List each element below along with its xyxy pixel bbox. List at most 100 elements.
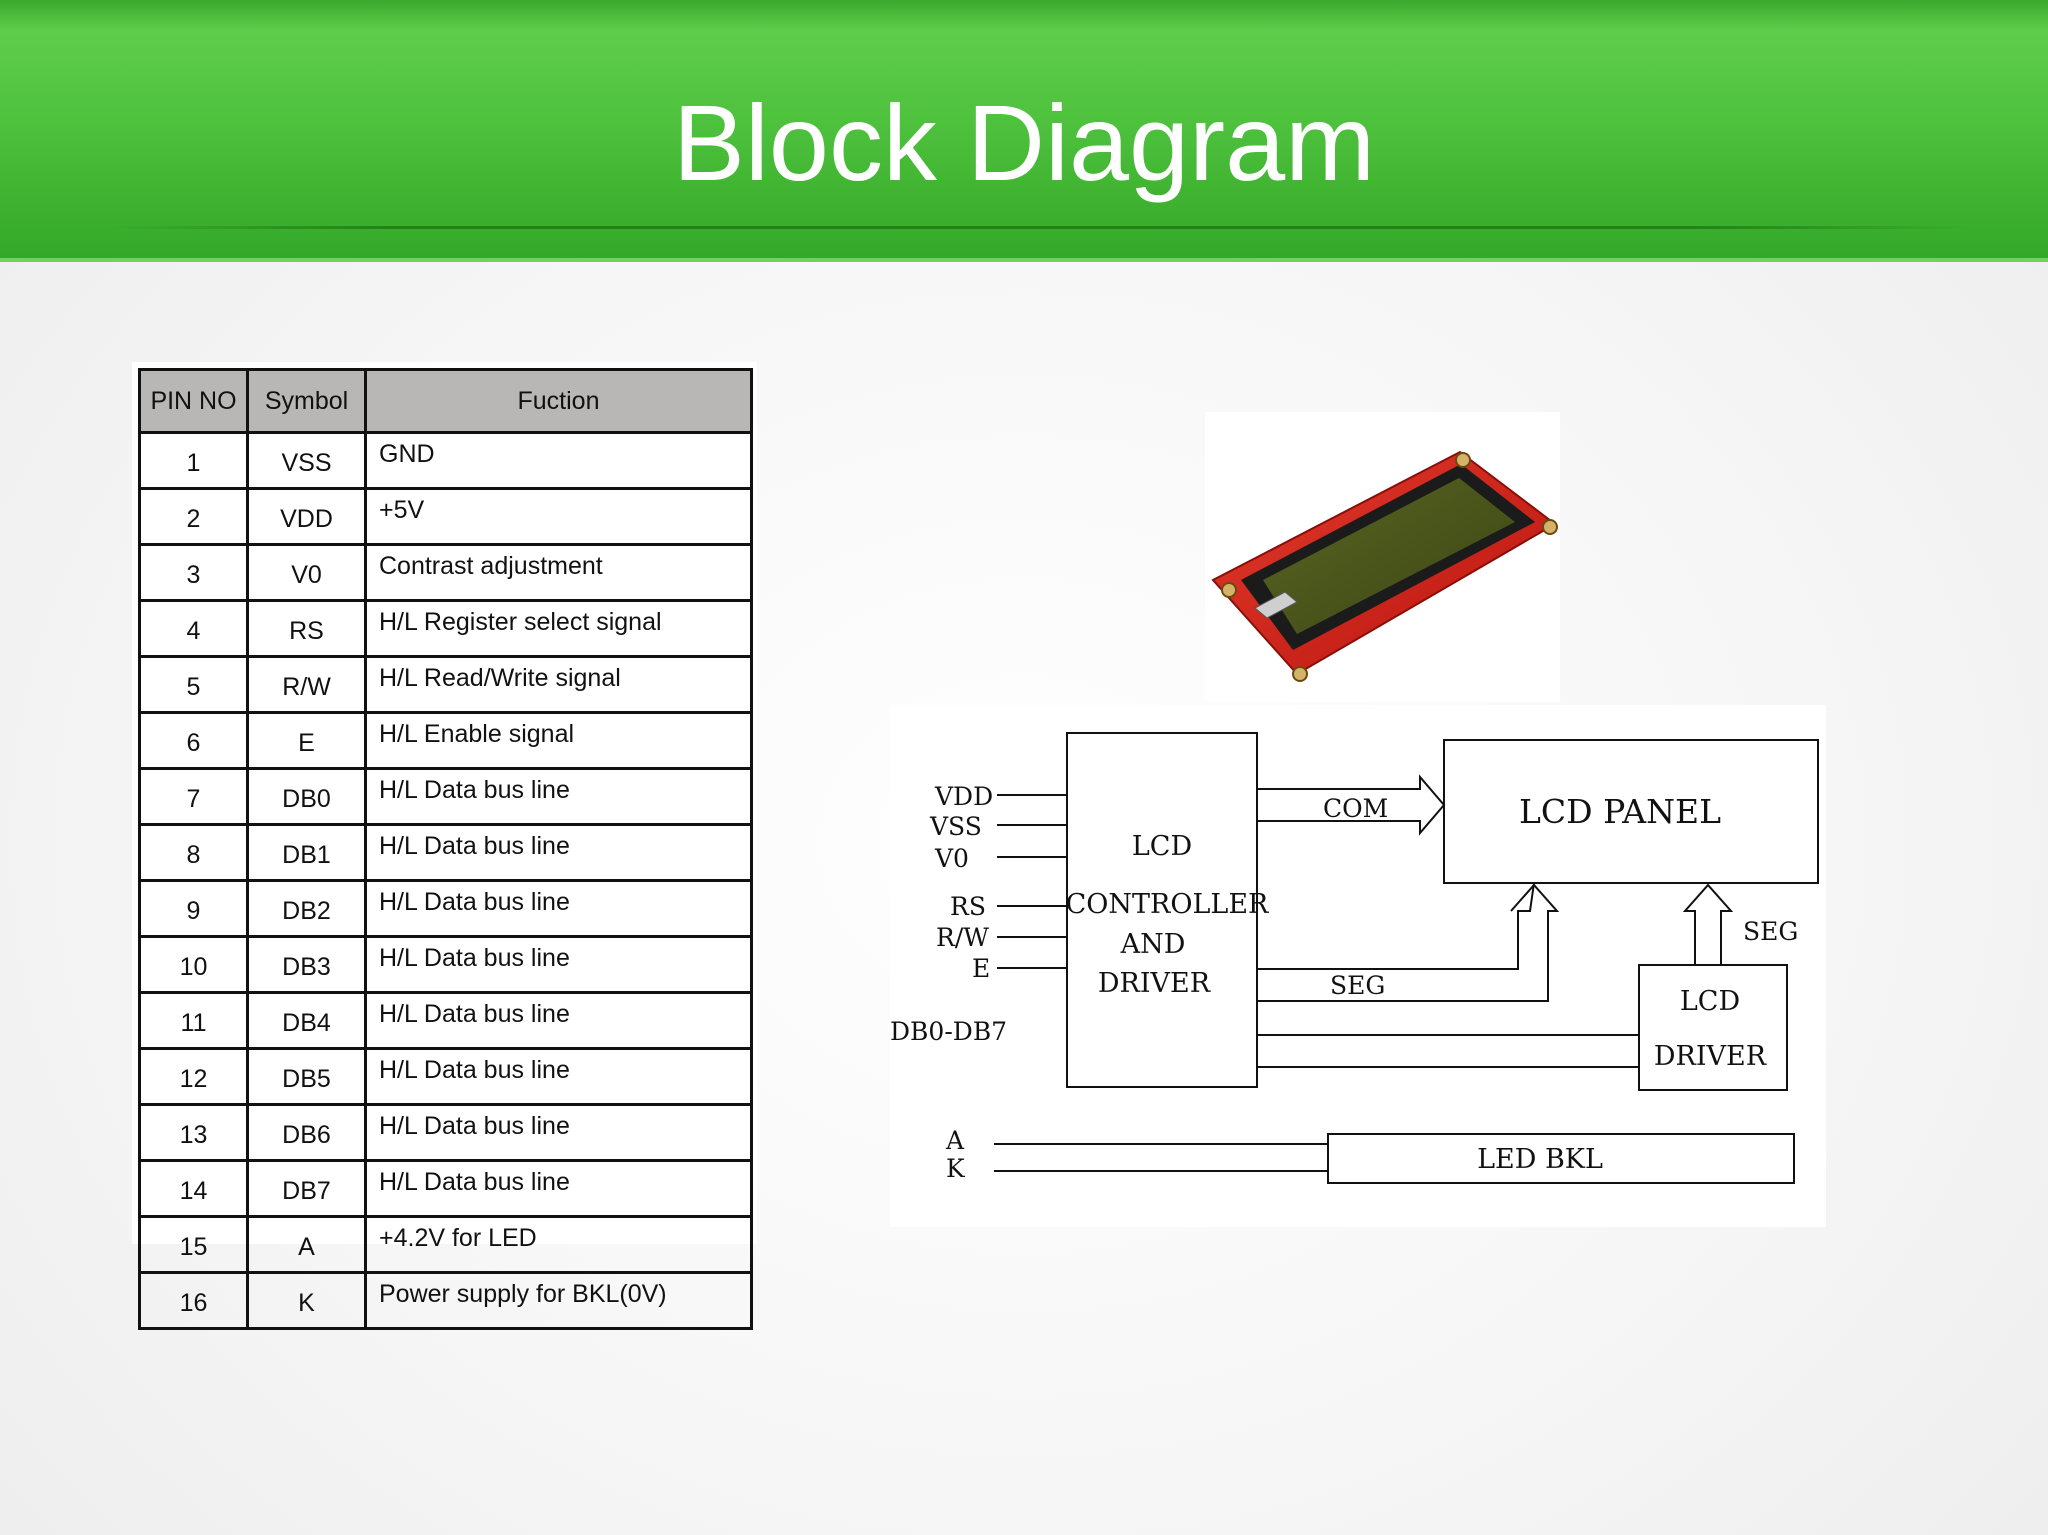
pin-symbol-cell: DB6 [246, 1103, 367, 1162]
pin-function-cell: H/L Register select signal [364, 599, 753, 658]
table-header-row: PIN NO Symbol Fuction [138, 368, 753, 434]
pin-number-cell: 9 [138, 879, 249, 938]
led-backlight-block [1327, 1133, 1795, 1184]
label-vdd: VDD [934, 782, 993, 811]
pin-symbol-cell: A [246, 1215, 367, 1274]
controller-line-2: CONTROLLER [1066, 889, 1269, 920]
header-function: Fuction [364, 368, 753, 434]
header-pin-no: PIN NO [138, 368, 249, 434]
block-diagram-svg: VDD VSS V0 RS R/W E DB0-DB7 A K LCD CONT… [890, 732, 1819, 1184]
pin-number-cell: 15 [138, 1215, 249, 1274]
pin-symbol-cell: DB5 [246, 1047, 367, 1106]
mount-hole [1542, 519, 1558, 535]
lcd-module-photo [1205, 412, 1560, 702]
pin-function-cell: Contrast adjustment [364, 543, 753, 602]
pin-symbol-cell: DB0 [246, 767, 367, 826]
pin-number-cell: 1 [138, 431, 249, 490]
label-rw: R/W [936, 923, 989, 952]
pin-number-cell: 12 [138, 1047, 249, 1106]
pin-function-cell: H/L Data bus line [364, 879, 753, 938]
pin-function-cell: H/L Data bus line [364, 991, 753, 1050]
pin-number-cell: 13 [138, 1103, 249, 1162]
mount-hole [1455, 452, 1471, 468]
com-arrow [1257, 774, 1446, 836]
pin-symbol-cell: DB1 [246, 823, 367, 882]
controller-line-3: AND [1120, 929, 1186, 960]
pin-symbol-cell: K [246, 1271, 367, 1330]
slide-title: Block Diagram [672, 82, 1376, 203]
lcd-panel-block [1443, 739, 1819, 884]
seg-controller-arrow-head [1257, 883, 1560, 1002]
pin-symbol-cell: RS [246, 599, 367, 658]
pin-symbol-cell: R/W [246, 655, 367, 714]
pin-number-cell: 10 [138, 935, 249, 994]
pin-function-cell: H/L Data bus line [364, 1103, 753, 1162]
header-symbol: Symbol [246, 368, 367, 434]
pin-function-cell: H/L Read/Write signal [364, 655, 753, 714]
controller-block [1066, 732, 1258, 1088]
pin-number-cell: 16 [138, 1271, 249, 1330]
pin-function-cell: GND [364, 431, 753, 490]
backlight-label: LED BKL [1477, 1144, 1603, 1175]
block-diagram: VDD VSS V0 RS R/W E DB0-DB7 A K LCD CONT… [890, 705, 1826, 1227]
controller-line-1: LCD [1132, 831, 1192, 862]
pin-number-cell: 5 [138, 655, 249, 714]
driver-line-1: LCD [1680, 986, 1740, 1017]
banner-divider [110, 226, 1968, 229]
pin-function-cell: +5V [364, 487, 753, 546]
label-v0: V0 [934, 844, 969, 873]
lcd-panel-label: LCD PANEL [1519, 792, 1721, 831]
pin-number-cell: 11 [138, 991, 249, 1050]
pin-number-cell: 2 [138, 487, 249, 546]
lcd-screen [1263, 478, 1515, 634]
pin-function-cell: H/L Data bus line [364, 767, 753, 826]
mount-hole [1221, 582, 1237, 598]
pin-function-cell: H/L Data bus line [364, 935, 753, 994]
signal-com: COM [1323, 794, 1388, 823]
title-banner: Block Diagram [0, 0, 2048, 262]
pin-number-cell: 4 [138, 599, 249, 658]
label-k: K [946, 1154, 966, 1183]
connector-strip [1254, 591, 1298, 619]
seg-driver-arrow [1682, 883, 1734, 965]
pin-function-cell: +4.2V for LED [364, 1215, 753, 1274]
label-vss: VSS [929, 812, 982, 841]
pin-symbol-cell: V0 [246, 543, 367, 602]
pin-number-cell: 8 [138, 823, 249, 882]
pin-symbol-cell: DB3 [246, 935, 367, 994]
pin-function-cell: Power supply for BKL(0V) [364, 1271, 753, 1330]
driver-line-2: DRIVER [1654, 1041, 1767, 1072]
controller-line-4: DRIVER [1098, 968, 1211, 999]
pin-symbol-cell: VDD [246, 487, 367, 546]
pin-number-cell: 6 [138, 711, 249, 770]
pin-number-cell: 3 [138, 543, 249, 602]
label-e: E [972, 954, 990, 983]
pin-symbol-cell: DB7 [246, 1159, 367, 1218]
pin-symbol-cell: VSS [246, 431, 367, 490]
label-rs: RS [950, 892, 986, 921]
pin-function-cell: H/L Data bus line [364, 823, 753, 882]
pin-function-cell: H/L Enable signal [364, 711, 753, 770]
label-a: A [945, 1126, 965, 1155]
pin-symbol-cell: DB2 [246, 879, 367, 938]
pin-symbol-cell: E [246, 711, 367, 770]
pin-symbol-cell: DB4 [246, 991, 367, 1050]
seg-controller-arrow [1257, 882, 1536, 970]
pin-function-cell: H/L Data bus line [364, 1159, 753, 1218]
